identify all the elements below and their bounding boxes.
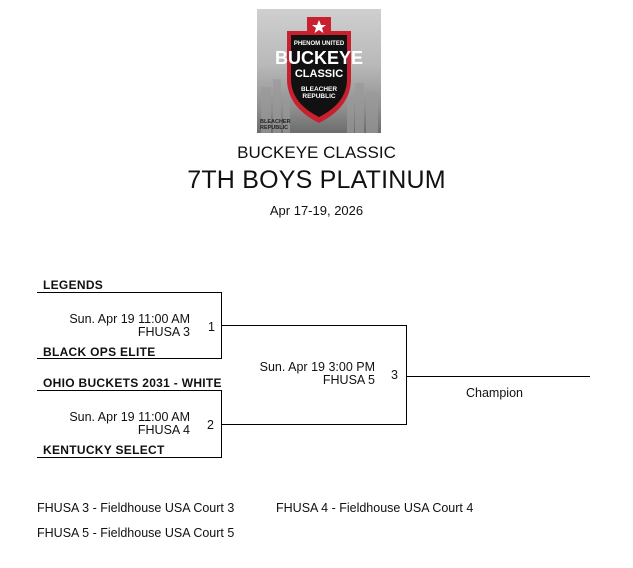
game2-bottom-line <box>37 457 222 458</box>
champion-line <box>406 376 590 377</box>
game1-time: Sun. Apr 19 11:00 AM <box>69 312 190 326</box>
court-legend-item: FHUSA 3 - Fieldhouse USA Court 3 <box>37 501 235 515</box>
game2-bottom-team[interactable]: KENTUCKY SELECT <box>43 443 165 457</box>
final-top-line <box>221 325 407 326</box>
game2-number: 2 <box>207 418 214 432</box>
final-court: FHUSA 5 <box>322 373 375 387</box>
event-dates: Apr 17-19, 2026 <box>269 203 364 218</box>
logo-sponsor-line2: REPUBLIC <box>302 93 336 100</box>
court-legend-item: FHUSA 4 - Fieldhouse USA Court 4 <box>276 501 474 515</box>
game1-top-line <box>37 292 222 293</box>
logo-sponsor-line1: BLEACHER <box>301 86 337 93</box>
tournament-logo: PHENOM UNITED BUCKEYE CLASSIC BLEACHER R… <box>257 9 381 133</box>
final-time: Sun. Apr 19 3:00 PM <box>259 360 375 374</box>
logo-main-line1: BUCKEYE <box>275 48 363 68</box>
game1-bottom-team[interactable]: BLACK OPS ELITE <box>43 345 156 359</box>
logo-top-text: PHENOM UNITED <box>294 41 345 47</box>
event-name: BUCKEYE CLASSIC <box>237 143 396 162</box>
final-number: 3 <box>391 368 398 382</box>
final-bottom-line <box>221 424 407 425</box>
game1-court: FHUSA 3 <box>137 325 190 339</box>
final-connector <box>406 325 407 425</box>
game2-top-team[interactable]: OHIO BUCKETS 2031 - WHITE <box>43 376 222 390</box>
court-legend-item: FHUSA 5 - Fieldhouse USA Court 5 <box>37 526 235 540</box>
game2-top-line <box>37 390 222 391</box>
champion-label: Champion <box>466 386 523 400</box>
final-info: Sun. Apr 19 3:00 PM FHUSA 5 <box>215 361 375 387</box>
logo-main-line2: CLASSIC <box>295 68 343 80</box>
logo-watermark-line2: REPUBLIC <box>260 125 288 131</box>
game1-number: 1 <box>208 320 215 334</box>
game2-info: Sun. Apr 19 11:00 AM FHUSA 4 <box>30 411 190 437</box>
game1-bottom-line <box>37 358 222 359</box>
division-title: 7TH BOYS PLATINUM <box>187 166 446 194</box>
game1-top-team[interactable]: LEGENDS <box>43 278 104 292</box>
game2-court: FHUSA 4 <box>137 423 190 437</box>
logo-watermark-line1: BLEACHER <box>260 119 291 125</box>
game2-time: Sun. Apr 19 11:00 AM <box>69 410 190 424</box>
game1-info: Sun. Apr 19 11:00 AM FHUSA 3 <box>30 313 190 339</box>
